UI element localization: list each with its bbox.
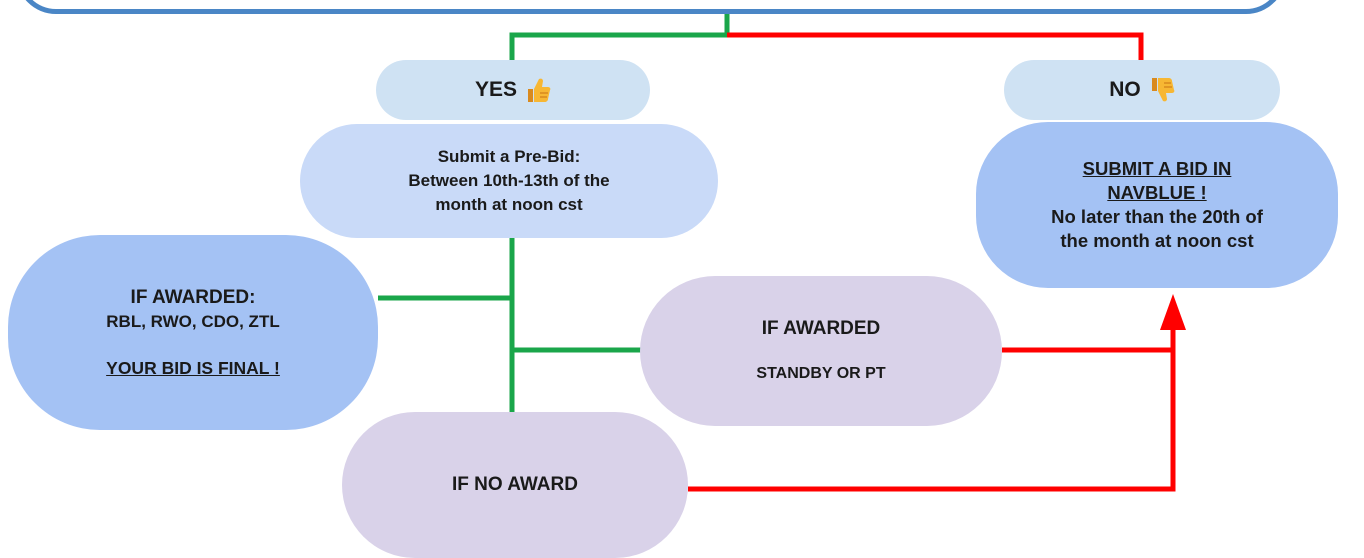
awarded-standby-line-2: STANDBY OR PT <box>756 365 886 382</box>
no-award-to-navblue-line <box>688 330 1176 492</box>
awarded-final-box: IF AWARDED: RBL, RWO, CDO, ZTL YOUR BID … <box>8 235 378 430</box>
navblue-arrowhead <box>1160 294 1186 330</box>
awarded-final-line-1: IF AWARDED: <box>130 286 256 308</box>
no-award-line-1: IF NO AWARD <box>452 474 578 495</box>
awarded-standby-box: IF AWARDED STANDBY OR PT <box>640 276 1002 426</box>
navblue-line-3: No later than the 20th of <box>1051 206 1263 227</box>
prebid-line-2: Between 10th-13th of the <box>408 171 610 190</box>
awarded-final-line-2: RBL, RWO, CDO, ZTL <box>106 311 280 331</box>
yes-pill: YES <box>376 60 650 120</box>
question-box <box>16 0 1286 14</box>
thumbs-down-icon <box>1151 78 1175 102</box>
navblue-box: SUBMIT A BID IN NAVBLUE ! No later than … <box>976 122 1338 288</box>
prebid-line-3: month at noon cst <box>435 195 583 214</box>
yes-label: YES <box>474 78 518 101</box>
awarded-standby-line-1: IF AWARDED <box>761 318 881 339</box>
no-branch-line <box>727 32 1144 62</box>
prebid-line-1: Submit a Pre-Bid: <box>437 147 581 166</box>
navblue-line-4: the month at noon cst <box>1060 230 1254 251</box>
navblue-line-2: NAVBLUE ! <box>1107 182 1207 203</box>
prebid-box: Submit a Pre-Bid: Between 10th-13th of t… <box>300 124 718 238</box>
thumbs-up-icon <box>528 78 551 102</box>
navblue-line-1: SUBMIT A BID IN <box>1082 158 1232 179</box>
awarded-final-line-3: YOUR BID IS FINAL ! <box>106 357 280 378</box>
no-award-box: IF NO AWARD <box>342 412 688 558</box>
no-label: NO <box>1109 78 1141 101</box>
no-pill: NO <box>1004 60 1280 120</box>
yes-branch-line <box>509 8 730 62</box>
